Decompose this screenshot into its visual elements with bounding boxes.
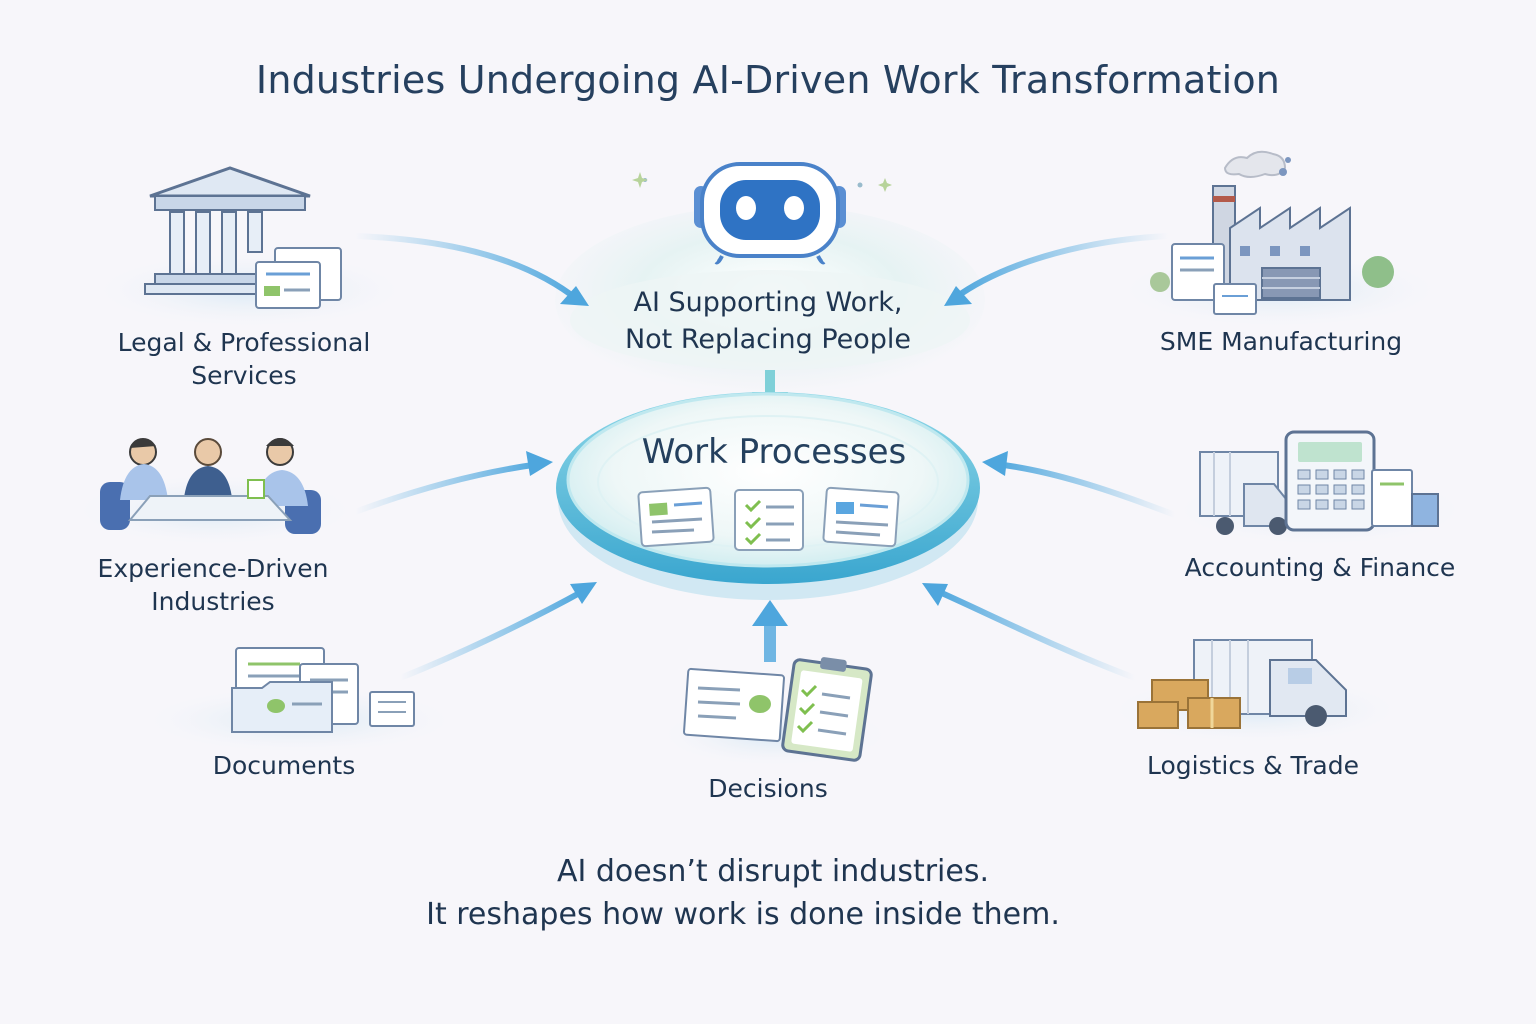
node-experience-line2: Industries xyxy=(151,587,275,616)
ai-node-label: AI Supporting Work, Not Replacing People xyxy=(582,284,954,358)
arrow-head xyxy=(570,582,597,604)
arrow-head xyxy=(982,451,1008,476)
arrow-head xyxy=(752,600,788,626)
ai-node-line1: AI Supporting Work, xyxy=(633,287,903,318)
document-card-icon xyxy=(637,486,715,548)
arrow-logistics xyxy=(932,587,1138,681)
arrow-ai-down xyxy=(765,370,775,392)
node-accounting-label: Accounting & Finance xyxy=(1184,553,1456,582)
node-legal-line1: Legal & Professional xyxy=(117,328,371,357)
node-experience-line1: Experience-Driven xyxy=(97,554,329,583)
courthouse-icon xyxy=(144,166,342,309)
node-legal-label: Legal & Professional Services xyxy=(84,326,404,392)
meeting-people-icon xyxy=(100,438,321,534)
calculator-truck-icon xyxy=(1199,430,1439,535)
footer-line2: It reshapes how work is done inside them… xyxy=(426,897,1060,932)
arrow-head xyxy=(922,583,948,606)
arrow-experience xyxy=(352,461,543,515)
page-title: Industries Undergoing AI-Driven Work Tra… xyxy=(255,58,1281,102)
delivery-truck-icon xyxy=(1137,639,1347,729)
documents-icon xyxy=(231,647,415,733)
arrow-head xyxy=(526,451,553,476)
arrow-documents xyxy=(397,587,588,681)
node-decisions-label: Decisions xyxy=(708,774,828,803)
node-logistics-label: Logistics & Trade xyxy=(1147,751,1359,780)
ai-node-line2: Not Replacing People xyxy=(624,324,912,355)
document-card-icon xyxy=(822,486,900,548)
arrow-legal xyxy=(352,233,581,303)
node-experience-label: Experience-Driven Industries xyxy=(63,552,363,618)
footer-line1: AI doesn’t disrupt industries. xyxy=(556,854,990,889)
robot-icon xyxy=(632,162,892,265)
node-documents-label: Documents xyxy=(212,751,356,780)
arrow-sme xyxy=(952,233,1171,301)
footer-tagline: AI doesn’t disrupt industries. It reshap… xyxy=(0,850,1536,936)
arrow-decisions xyxy=(764,618,776,662)
factory-icon xyxy=(1150,150,1394,315)
arrow-accounting xyxy=(992,461,1178,518)
work-processes-title: Work Processes xyxy=(641,432,907,472)
checklist-icon xyxy=(734,489,804,551)
node-sme-label: SME Manufacturing xyxy=(1159,327,1403,356)
ai-cloud xyxy=(555,205,985,395)
arrow-head xyxy=(944,286,972,306)
node-legal-line2: Services xyxy=(191,361,297,390)
clipboard-check-icon xyxy=(683,657,873,762)
arrow-head xyxy=(560,286,589,306)
